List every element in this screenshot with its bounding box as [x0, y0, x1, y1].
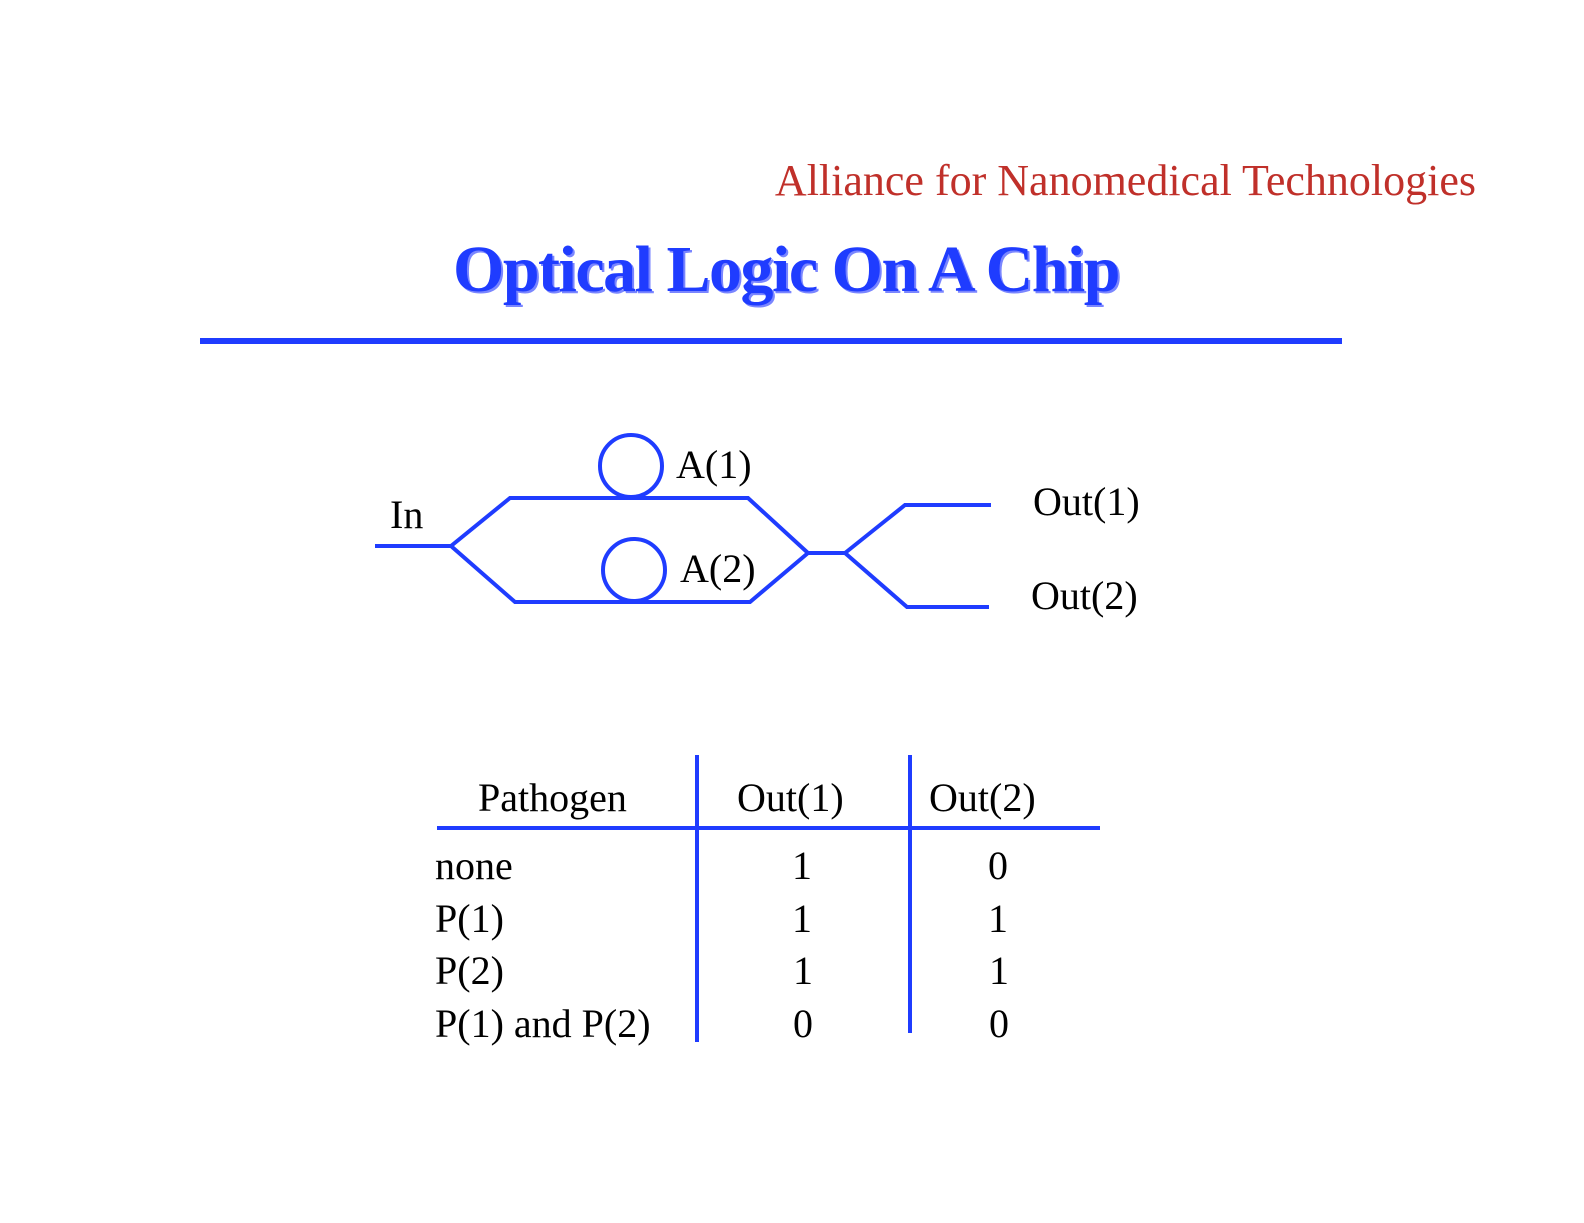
table-cell-out2: 1: [988, 896, 1008, 941]
table-cell-out1: 0: [793, 1001, 813, 1046]
ring-label-a2: A(2): [680, 546, 756, 591]
table-cell-pathogen: P(1) and P(2): [435, 1001, 651, 1046]
organization-name: Alliance for Nanomedical Technologies: [774, 156, 1476, 205]
header-separator-line: [437, 826, 1100, 830]
output-2-waveguide: [843, 551, 989, 609]
table-cell-out1: 1: [792, 896, 812, 941]
column-divider-2: [908, 755, 912, 1033]
table-cell-out2: 0: [989, 1001, 1009, 1046]
table-cell-pathogen: P(2): [435, 948, 504, 993]
title-divider: [200, 338, 1342, 344]
table-cell-out1: 1: [792, 843, 812, 888]
output-label-2: Out(2): [1031, 573, 1138, 618]
column-header-pathogen: Pathogen: [478, 775, 627, 820]
ring-resonator-a2: [601, 537, 667, 603]
table-cell-pathogen: none: [435, 843, 513, 888]
slide-title: Optical Logic On A Chip: [453, 233, 1120, 306]
table-cell-out2: 1: [989, 948, 1009, 993]
column-divider-1: [695, 755, 699, 1042]
ring-resonator-a1: [598, 433, 664, 499]
table-cell-out2: 0: [988, 843, 1008, 888]
output-label-1: Out(1): [1033, 479, 1140, 524]
input-label: In: [390, 492, 423, 537]
output-1-waveguide: [843, 503, 991, 555]
column-header-out1: Out(1): [737, 775, 844, 820]
upper-arm-waveguide: [449, 496, 810, 555]
table-cell-out1: 1: [793, 948, 813, 993]
ring-label-a1: A(1): [676, 442, 752, 487]
table-cell-pathogen: P(1): [435, 896, 504, 941]
optical-circuit-diagram: In A(1) A(2) Out(1) Out(2): [375, 433, 1140, 618]
column-header-out2: Out(2): [929, 775, 1036, 820]
